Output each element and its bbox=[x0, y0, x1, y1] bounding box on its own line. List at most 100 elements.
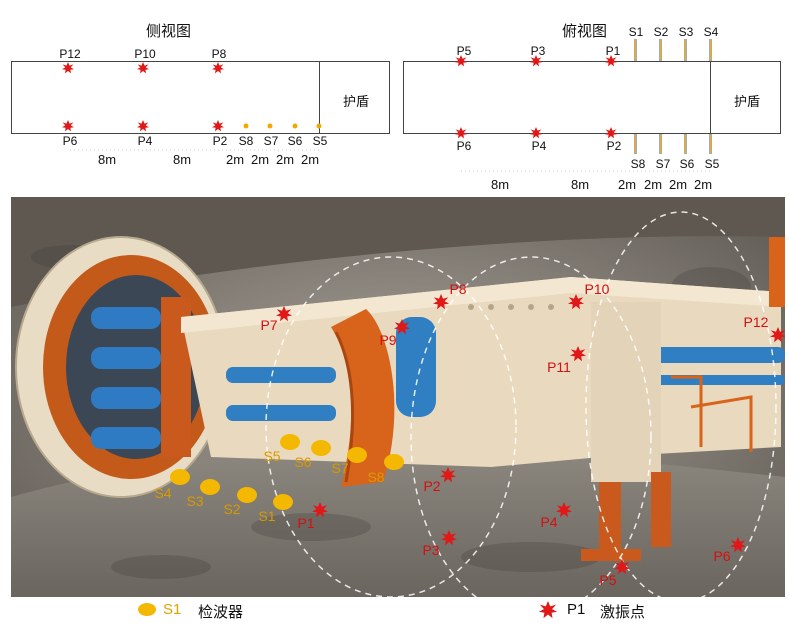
sensor-markers bbox=[170, 434, 404, 510]
top-p1-marker bbox=[605, 55, 617, 67]
top-s4-marker bbox=[709, 39, 712, 61]
top-s3-marker bbox=[684, 39, 687, 61]
legend-source-text: 激振点 bbox=[600, 604, 646, 621]
photo-s5-label: S5 bbox=[263, 448, 281, 464]
side-p6-marker bbox=[62, 120, 74, 132]
top-s5-label: S5 bbox=[704, 157, 720, 171]
side-dimension-line bbox=[70, 149, 320, 151]
top-s8-label: S8 bbox=[630, 157, 646, 171]
side-dim-4: 2m bbox=[250, 152, 270, 167]
source-p11 bbox=[570, 346, 586, 362]
side-p10-label: P10 bbox=[134, 47, 156, 61]
legend-sensor-text: 检波器 bbox=[198, 604, 244, 621]
top-dimension-line bbox=[461, 170, 711, 172]
top-view-shield-divider bbox=[710, 61, 711, 134]
top-s1-label: S1 bbox=[628, 25, 644, 39]
top-p5-marker bbox=[455, 55, 467, 67]
photo-s2-label: S2 bbox=[223, 501, 241, 517]
photo-p12-label: P12 bbox=[743, 314, 769, 330]
side-p8-label: P8 bbox=[211, 47, 227, 61]
side-s8-marker bbox=[243, 123, 249, 129]
photo-p6-label: P6 bbox=[713, 548, 731, 564]
top-p2-label: P2 bbox=[606, 139, 622, 153]
source-p2 bbox=[440, 467, 456, 483]
source-p7 bbox=[276, 306, 292, 322]
side-p8-marker bbox=[212, 62, 224, 74]
top-p6-label: P6 bbox=[456, 139, 472, 153]
side-dim-1: 8m bbox=[97, 152, 117, 167]
top-view-shield-label: 护盾 bbox=[734, 94, 761, 109]
top-s4-label: S4 bbox=[703, 25, 719, 39]
top-dim-6: 2m bbox=[693, 177, 713, 192]
side-p4-marker bbox=[137, 120, 149, 132]
top-p3-label: P3 bbox=[530, 44, 546, 58]
photo-s3-label: S3 bbox=[186, 493, 204, 509]
top-p2-marker bbox=[605, 127, 617, 139]
side-s6-marker bbox=[292, 123, 298, 129]
side-s7-marker bbox=[267, 123, 273, 129]
top-s5-marker bbox=[709, 134, 712, 154]
side-s8-label: S8 bbox=[238, 134, 254, 148]
side-view-shield-divider bbox=[319, 61, 320, 134]
side-view-shield-label: 护盾 bbox=[343, 94, 370, 109]
top-dim-5: 2m bbox=[668, 177, 688, 192]
photo-p8-label: P8 bbox=[449, 281, 467, 297]
photo-p9-label: P9 bbox=[379, 332, 397, 348]
photo-p5-label: P5 bbox=[599, 572, 617, 588]
top-s3-label: S3 bbox=[678, 25, 694, 39]
photo-s4-label: S4 bbox=[154, 485, 172, 501]
photo-p7-label: P7 bbox=[260, 317, 278, 333]
photo-p1-label: P1 bbox=[297, 515, 315, 531]
legend-sensor-symbol: S1 bbox=[163, 601, 182, 618]
photo-p11-label: P11 bbox=[547, 359, 571, 375]
top-dim-2: 8m bbox=[570, 177, 590, 192]
top-p3-marker bbox=[530, 55, 542, 67]
photo-s1-label: S1 bbox=[258, 508, 276, 524]
source-p6 bbox=[730, 537, 746, 553]
source-p8 bbox=[433, 294, 449, 310]
top-s8-marker bbox=[634, 134, 637, 154]
top-p4-marker bbox=[530, 127, 542, 139]
sensor-s6 bbox=[311, 440, 331, 456]
top-s6-marker bbox=[684, 134, 687, 154]
side-p4-label: P4 bbox=[137, 134, 153, 148]
top-s2-label: S2 bbox=[653, 25, 669, 39]
photo-s8-label: S8 bbox=[367, 469, 385, 485]
top-dim-4: 2m bbox=[643, 177, 663, 192]
side-dim-6: 2m bbox=[300, 152, 320, 167]
source-p3 bbox=[441, 530, 457, 546]
side-s6-label: S6 bbox=[287, 134, 303, 148]
legend-sensor-icon bbox=[138, 603, 156, 616]
source-p10 bbox=[568, 294, 584, 310]
top-dim-1: 8m bbox=[490, 177, 510, 192]
side-p2-label: P2 bbox=[212, 134, 228, 148]
photo-p3-label: P3 bbox=[422, 542, 440, 558]
sensor-s2 bbox=[237, 487, 257, 503]
top-p6-marker bbox=[455, 127, 467, 139]
side-p12-label: P12 bbox=[59, 47, 81, 61]
photo-p4-label: P4 bbox=[540, 514, 558, 530]
legend-source-symbol: P1 bbox=[567, 601, 586, 618]
sensor-s7 bbox=[347, 447, 367, 463]
side-view-frame bbox=[11, 61, 390, 134]
photo-s7-label: S7 bbox=[331, 460, 349, 476]
top-dim-3: 2m bbox=[617, 177, 637, 192]
side-p2-marker bbox=[212, 120, 224, 132]
side-dim-3: 2m bbox=[225, 152, 245, 167]
side-dim-5: 2m bbox=[275, 152, 295, 167]
tbm-tunnel-illustration: S5 S6 S7 S8 S4 S3 S2 S1 P7 P8 P9 P10 P11… bbox=[11, 197, 785, 597]
legend-source-icon bbox=[539, 601, 557, 619]
sensor-s5 bbox=[280, 434, 300, 450]
sensor-s1 bbox=[273, 494, 293, 510]
side-s7-label: S7 bbox=[263, 134, 279, 148]
photo-p2-label: P2 bbox=[423, 478, 441, 494]
sensor-s3 bbox=[200, 479, 220, 495]
source-p4 bbox=[556, 502, 572, 518]
side-s5-label: S5 bbox=[312, 134, 328, 148]
top-s7-marker bbox=[659, 134, 662, 154]
top-view-frame bbox=[403, 61, 781, 134]
side-p6-label: P6 bbox=[62, 134, 78, 148]
side-s5-marker bbox=[316, 123, 322, 129]
side-dim-2: 8m bbox=[172, 152, 192, 167]
photo-s6-label: S6 bbox=[294, 454, 312, 470]
